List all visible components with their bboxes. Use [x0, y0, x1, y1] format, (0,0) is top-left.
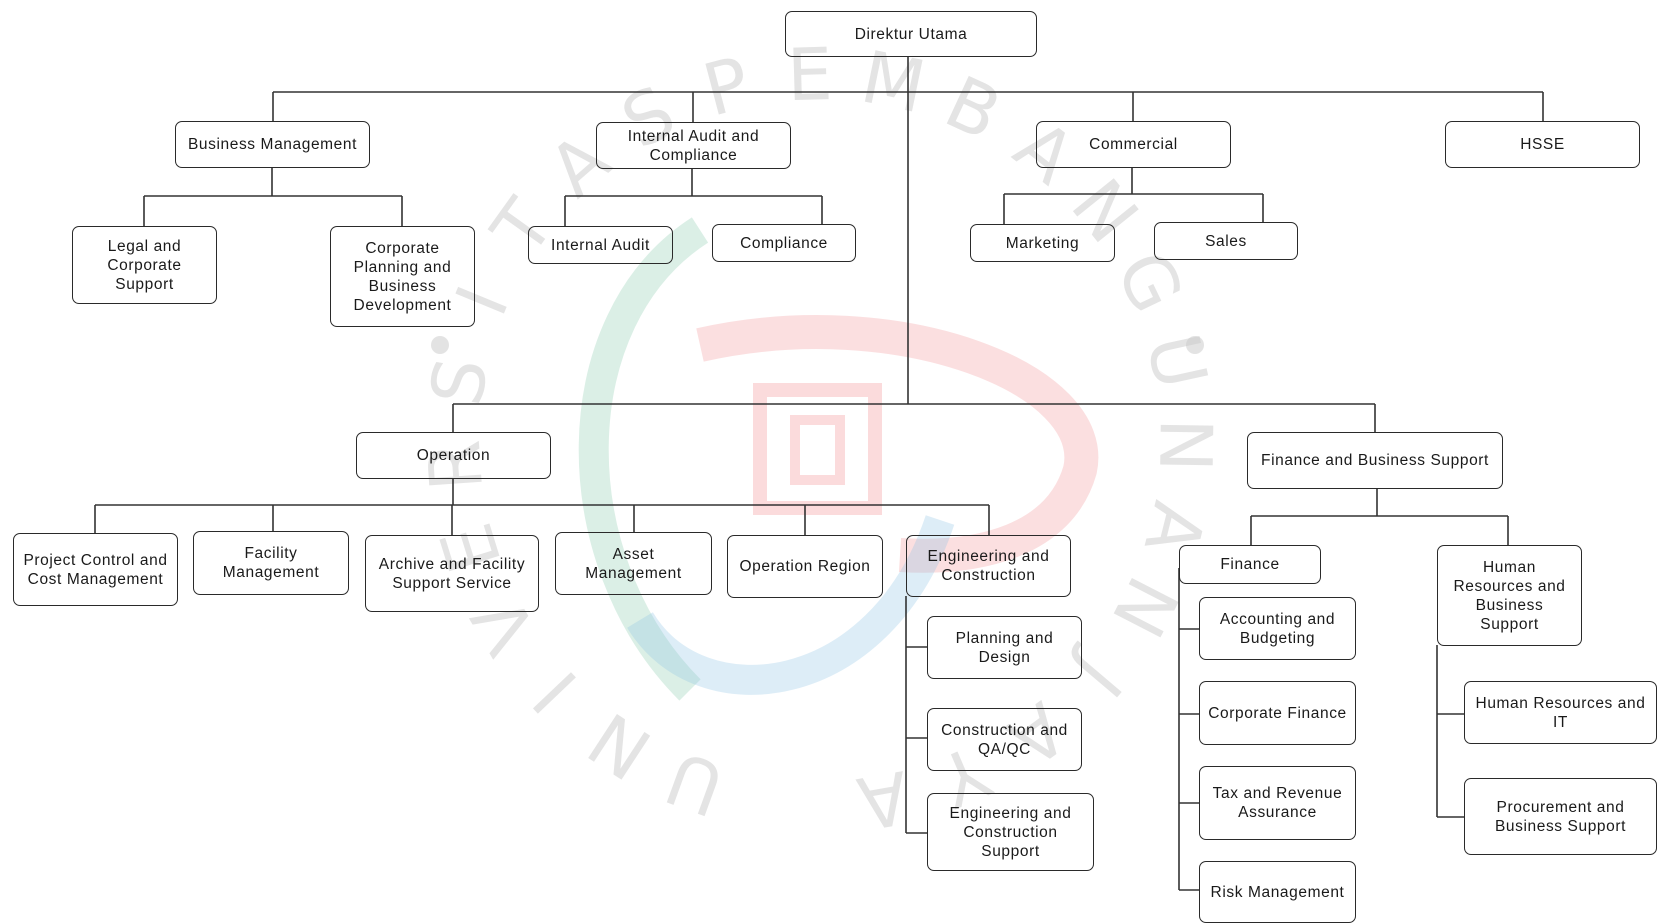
watermark-letter: B — [933, 60, 1013, 157]
node-corporate-planning[interactable]: Corporate Planning and Business Developm… — [330, 226, 475, 327]
connector-commercial-children — [1003, 167, 1264, 224]
node-risk-management[interactable]: Risk Management — [1199, 861, 1356, 923]
node-label: Business Management — [187, 136, 358, 153]
node-label: Engineering and Construction — [927, 548, 1050, 584]
node-label: Procurement and Business Support — [1494, 798, 1627, 835]
node-engineering-construction[interactable]: Engineering and Construction — [906, 535, 1071, 597]
node-business-management[interactable]: Business Management — [175, 121, 370, 168]
watermark-letter: I — [518, 655, 593, 728]
node-label: Human Resources and Business Support — [1453, 558, 1566, 633]
node-corporate-finance[interactable]: Corporate Finance — [1199, 681, 1356, 745]
node-label: Finance and Business Support — [1261, 452, 1489, 469]
node-label: Archive and Facility Support Service — [378, 555, 526, 592]
node-label: Planning and Design — [955, 629, 1054, 666]
node-label: Operation — [416, 447, 491, 464]
node-compliance[interactable]: Compliance — [712, 224, 856, 262]
node-label: Human Resources and IT — [1475, 694, 1646, 731]
node-direktur-utama[interactable]: Direktur Utama — [785, 11, 1037, 57]
node-archive-facility[interactable]: Archive and Facility Support Service — [365, 535, 539, 612]
node-label: Compliance — [740, 234, 828, 252]
node-label: Facility Management — [222, 545, 320, 581]
node-label: Risk Management — [1210, 883, 1345, 901]
watermark-letter: A — [852, 754, 915, 845]
node-label: Construction and QA/QC — [941, 721, 1068, 758]
node-internal-audit-compliance[interactable]: Internal Audit and Compliance — [596, 122, 791, 169]
node-operation-region[interactable]: Operation Region — [727, 535, 883, 598]
node-label: Engineering and Construction Support — [949, 804, 1072, 860]
node-label: Corporate Finance — [1208, 704, 1347, 722]
node-finance[interactable]: Finance — [1179, 545, 1321, 584]
node-planning-design[interactable]: Planning and Design — [927, 616, 1082, 679]
node-label: Finance — [1220, 556, 1280, 573]
node-label: Commercial — [1089, 136, 1178, 153]
node-procurement[interactable]: Procurement and Business Support — [1464, 778, 1657, 855]
node-label: Legal and Corporate Support — [107, 237, 182, 293]
node-hr-business-support[interactable]: Human Resources and Business Support — [1437, 545, 1582, 646]
watermark-letter: N — [1143, 418, 1228, 473]
watermark-letter: S — [414, 352, 504, 411]
node-marketing[interactable]: Marketing — [970, 224, 1115, 262]
connector-hr-children — [1436, 645, 1464, 818]
node-label: Project Control and Cost Management — [23, 551, 168, 588]
watermark-letter: P — [695, 40, 758, 132]
connector-finance-children — [1178, 568, 1199, 891]
node-label: Internal Audit and Compliance — [627, 127, 760, 164]
node-label: Internal Audit — [551, 236, 650, 254]
node-operation[interactable]: Operation — [356, 432, 551, 479]
connector-operation-children — [94, 479, 990, 535]
connector-bm-children — [143, 167, 403, 226]
watermark-red-mark-inner — [790, 415, 845, 485]
connector-level2-horizontal — [452, 403, 1376, 432]
node-legal-corporate-support[interactable]: Legal and Corporate Support — [72, 226, 217, 304]
node-commercial[interactable]: Commercial — [1036, 121, 1231, 168]
node-label: Asset Management — [585, 545, 682, 582]
node-sales[interactable]: Sales — [1154, 222, 1298, 260]
node-label: HSSE — [1520, 136, 1565, 153]
node-label: Direktur Utama — [854, 25, 968, 43]
node-label: Sales — [1205, 232, 1247, 250]
node-engineering-construction-support[interactable]: Engineering and Construction Support — [927, 793, 1094, 871]
connector-iac-children — [564, 168, 823, 226]
node-hsse[interactable]: HSSE — [1445, 121, 1640, 168]
watermark-teal-arc — [578, 217, 709, 701]
node-construction-qaqc[interactable]: Construction and QA/QC — [927, 708, 1082, 771]
watermark-dot — [431, 336, 449, 354]
node-label: Marketing — [1005, 234, 1080, 252]
node-label: Operation Region — [739, 558, 871, 575]
node-label: Accounting and Budgeting — [1219, 610, 1336, 647]
watermark-red-mark — [753, 383, 882, 515]
node-finance-business-support[interactable]: Finance and Business Support — [1247, 432, 1503, 489]
node-asset-management[interactable]: Asset Management — [555, 532, 712, 595]
node-tax-revenue[interactable]: Tax and Revenue Assurance — [1199, 766, 1356, 840]
connector-fbs-children — [1250, 488, 1509, 545]
watermark-letter: N — [574, 696, 665, 796]
node-label: Corporate Planning and Business Developm… — [353, 239, 452, 314]
watermark-letter: U — [656, 735, 734, 832]
connector-ec-children — [905, 596, 927, 834]
watermark-red-arc — [696, 315, 1099, 573]
node-accounting-budgeting[interactable]: Accounting and Budgeting — [1199, 597, 1356, 660]
node-label: Tax and Revenue Assurance — [1212, 785, 1343, 821]
node-internal-audit[interactable]: Internal Audit — [528, 226, 673, 264]
node-facility-management[interactable]: Facility Management — [193, 531, 349, 595]
watermark-dot — [1186, 336, 1204, 354]
node-hr-it[interactable]: Human Resources and IT — [1464, 681, 1657, 744]
watermark-letter: U — [1130, 327, 1223, 397]
node-project-control[interactable]: Project Control and Cost Management — [13, 533, 178, 606]
